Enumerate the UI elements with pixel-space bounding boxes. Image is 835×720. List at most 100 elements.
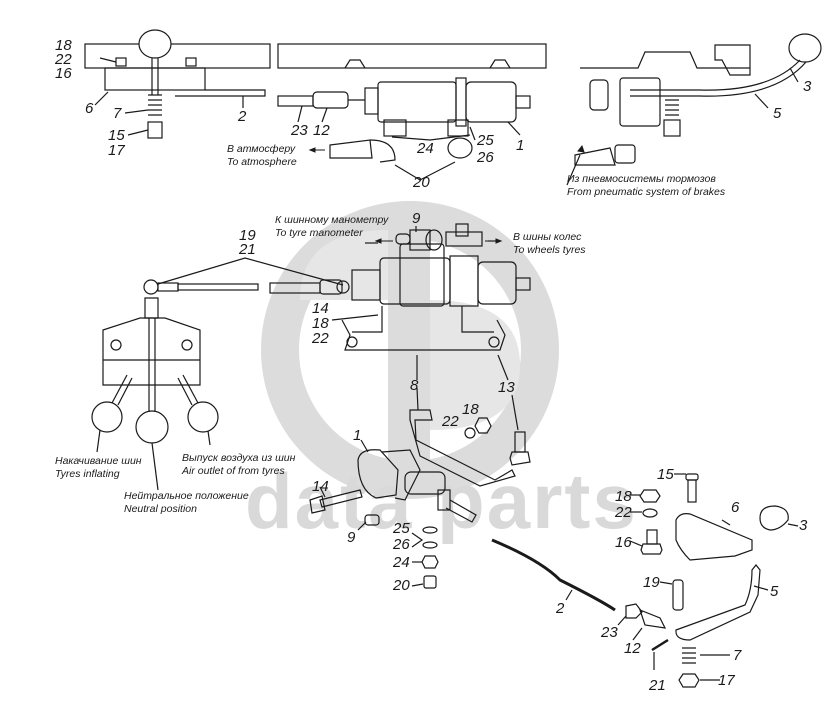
elbow-20b [447, 137, 473, 159]
part-label-15: 15 [108, 127, 125, 144]
caption-to-wheels: В шины колес To wheels tyres [513, 231, 586, 257]
cotter-pin-21 [651, 638, 669, 652]
part-label-24: 24 [393, 554, 410, 571]
arrow-head [308, 147, 316, 153]
spring-7 [665, 99, 679, 116]
mid-valve-assembly [269, 223, 531, 381]
part-label-18: 18 [55, 37, 72, 54]
valve-end [364, 87, 379, 115]
spring-7 [148, 94, 162, 116]
top-left-assembly [84, 29, 271, 139]
part-label-15: 15 [657, 466, 674, 483]
part-label-3: 3 [803, 78, 812, 95]
caption-ru: В шины колес [513, 231, 582, 243]
valve-body [404, 471, 446, 495]
exploded-right [629, 473, 799, 688]
part-label-7: 7 [733, 647, 742, 664]
lever-positions [91, 257, 344, 491]
valve-nut [515, 277, 531, 291]
bracket-8 [409, 409, 516, 487]
valve-1 [357, 449, 399, 499]
washer-26 [422, 541, 438, 549]
part-label-6: 6 [85, 100, 94, 117]
elbow-20 [369, 139, 396, 163]
caption-ru: Из пневмосистемы тормозов [567, 173, 716, 185]
part-label-22: 22 [55, 51, 72, 68]
bolt [110, 339, 122, 351]
nut-18 [474, 417, 492, 434]
bracket-6 [675, 513, 753, 561]
part-label-9: 9 [412, 210, 421, 227]
valve-end [351, 269, 381, 301]
exploded-mid [309, 387, 643, 626]
knob-outlet [187, 401, 219, 433]
part-label-13: 13 [498, 379, 515, 396]
hose-connector [329, 139, 373, 159]
part-label-25: 25 [477, 132, 494, 149]
caption-air-outlet: Выпуск воздуха из шин Air outlet of from… [182, 452, 295, 478]
part-label-18: 18 [615, 488, 632, 505]
cap [455, 223, 469, 237]
part-label-19: 19 [643, 574, 660, 591]
part-label-23: 23 [601, 624, 618, 641]
part-label-20: 20 [393, 577, 410, 594]
knob-3 [759, 505, 789, 531]
part-label-6: 6 [731, 499, 740, 516]
arrow-from-brakes [577, 144, 585, 153]
part-label-21: 21 [649, 677, 666, 694]
washer-22 [642, 508, 658, 518]
valve-body [619, 77, 661, 127]
lever-5 [630, 59, 801, 91]
knob-inflating [91, 401, 123, 433]
fork [319, 279, 343, 295]
caption-inflating: Накачивание шин Tyres inflating [55, 455, 142, 481]
top-mid-assembly [277, 43, 547, 181]
part-label-5: 5 [773, 105, 782, 122]
bracket [714, 44, 751, 76]
part-label-7: 7 [113, 105, 122, 122]
caption-en: To wheels tyres [513, 244, 586, 256]
pin-19 [672, 579, 684, 611]
bolt-15-shank [687, 479, 697, 503]
rod-2 [491, 538, 616, 612]
elbow [614, 144, 636, 164]
part-label-18: 18 [462, 401, 479, 418]
bolt [181, 339, 193, 351]
elbow-20 [423, 575, 437, 589]
port-left [395, 233, 411, 245]
valve-nut [515, 95, 531, 109]
caption-ru: Нейтральное положение [124, 490, 249, 502]
caption-en: To atmosphere [227, 156, 297, 168]
top-right-assembly [566, 33, 822, 186]
fork-12 [639, 608, 667, 629]
part-label-21: 21 [239, 241, 256, 258]
part-label-12: 12 [313, 122, 330, 139]
caption-ru: В атмосферу [227, 143, 296, 155]
part-label-1: 1 [516, 137, 525, 154]
part-label-22: 22 [615, 504, 632, 521]
lever-5 [675, 564, 761, 641]
frame-rail-right [580, 51, 750, 69]
caption-en: From pneumatic system of brakes [567, 186, 726, 198]
bracket-6 [104, 67, 206, 91]
caption-ru: К шинному манометру [275, 214, 389, 226]
caption-to-atmosphere: В атмосферу To atmosphere [227, 143, 297, 169]
arrow-head [374, 238, 382, 244]
part-label-1: 1 [353, 427, 362, 444]
port-right [445, 231, 483, 247]
watermark-p-shape [430, 300, 520, 430]
part-label-8: 8 [410, 377, 419, 394]
caption-en: Neutral position [124, 503, 197, 515]
part-label-23: 23 [291, 122, 308, 139]
caption-from-brakes: Из пневмосистемы тормозов From pneumatic… [567, 173, 725, 199]
bolt-hole [346, 336, 358, 348]
part-label-26: 26 [477, 149, 494, 166]
knob-3 [138, 29, 172, 59]
bolt-16-head [640, 543, 663, 555]
part-label-12: 12 [624, 640, 641, 657]
part-label-20: 20 [413, 174, 430, 191]
nut-18 [639, 489, 661, 503]
part-label-18: 18 [312, 315, 329, 332]
